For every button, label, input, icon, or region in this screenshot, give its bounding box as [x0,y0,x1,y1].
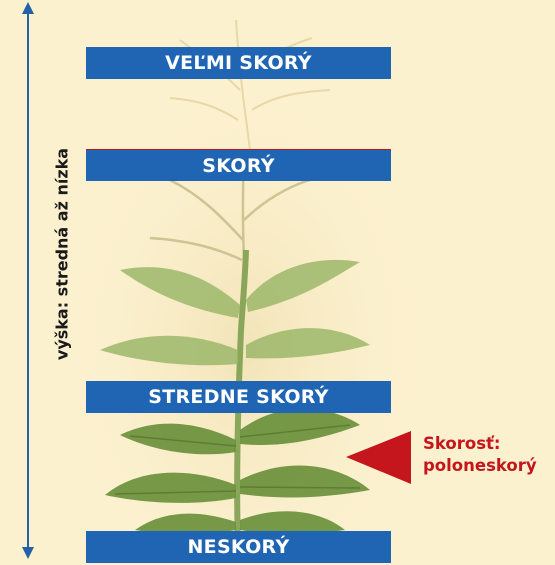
callout-value: poloneskorý [423,455,537,477]
maturity-callout: Skorosť: poloneskorý [423,433,537,477]
callout-title: Skorosť: [423,433,537,455]
